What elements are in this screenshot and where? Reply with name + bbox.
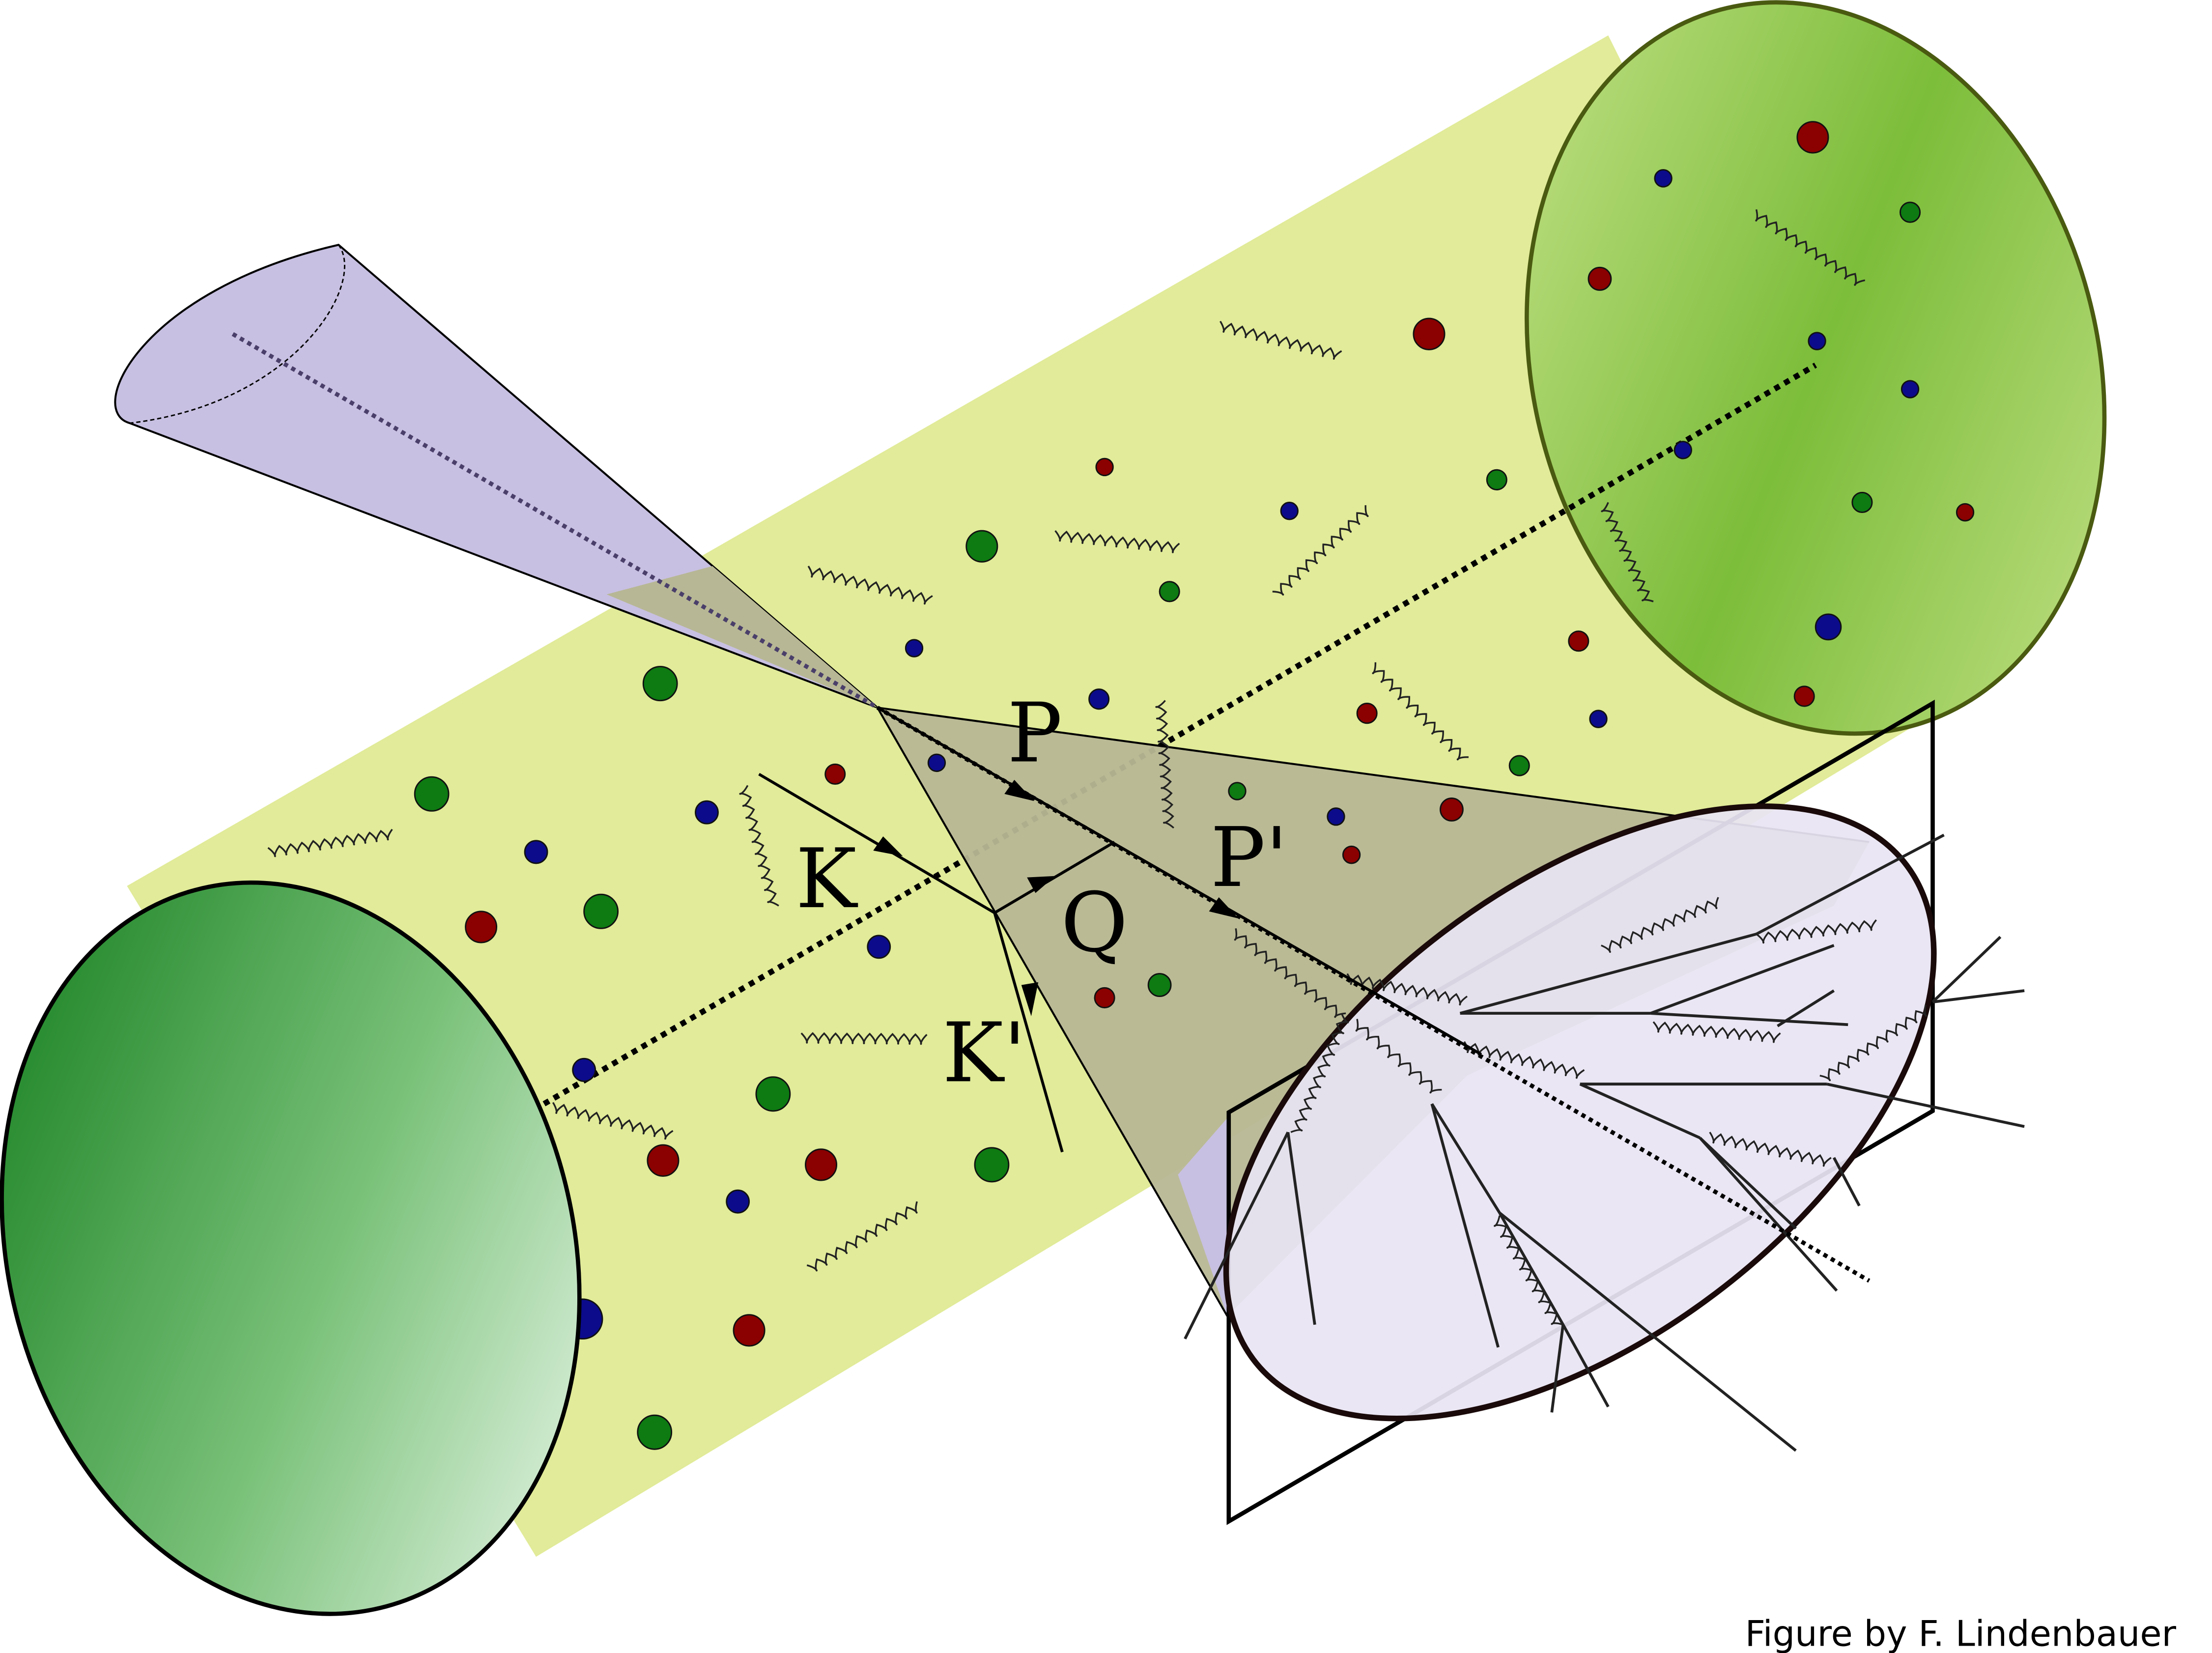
cone-far-shadow <box>606 566 878 708</box>
particle-green-icon <box>1508 755 1530 776</box>
shower-gluon-coil-icon <box>1463 1041 1585 1079</box>
gluon-coil-icon <box>807 566 933 605</box>
particle-green-icon <box>414 776 450 812</box>
particle-red-icon <box>465 911 498 943</box>
particle-red-icon <box>1568 630 1589 652</box>
k-line <box>758 772 995 914</box>
detector-disk <box>1223 803 1937 1422</box>
jet-shower <box>1184 833 2025 1452</box>
cone-near-tail <box>1178 1118 1227 1316</box>
particle-red-icon <box>647 1144 680 1177</box>
particle-red-icon <box>1588 266 1612 291</box>
k-prime-arrow-icon <box>1021 982 1039 1016</box>
particle-green-icon <box>1486 469 1507 490</box>
gluon-coil-icon <box>1272 505 1369 596</box>
particle-blue-icon <box>1280 502 1299 520</box>
particle-red-icon <box>1356 702 1378 724</box>
particle-blue-icon <box>927 753 946 772</box>
label-k: K <box>795 831 858 927</box>
particle-blue-icon <box>1808 332 1826 350</box>
shower-gluon-coil-icon <box>1756 919 1877 944</box>
particle-red-icon <box>1956 503 1975 522</box>
particle-green-icon <box>755 1076 791 1112</box>
particle-blue-icon <box>867 935 891 959</box>
shower-gluon-coil-icon <box>1290 1013 1349 1133</box>
shower-gluon-coil-icon <box>1709 1132 1832 1167</box>
particle-red-icon <box>1440 797 1464 822</box>
gluon-coil-icon <box>1372 662 1469 761</box>
p-prime-arrow-icon <box>1209 897 1239 919</box>
q-line <box>993 841 1115 914</box>
gluon-coil-icon <box>552 1102 674 1140</box>
cone-far-rim <box>129 244 345 424</box>
label-p-prime: P' <box>1210 810 1288 906</box>
particle-green-icon <box>1147 973 1172 998</box>
jet-cone-far <box>114 244 879 710</box>
particle-green-icon <box>583 893 619 929</box>
particle-green-icon <box>1900 201 1921 223</box>
shower-gluon-coil-icon <box>1601 897 1719 953</box>
jet-axis-far <box>231 332 879 710</box>
shower-gluon-coil-icon <box>1652 1021 1781 1043</box>
k-arrow-icon <box>873 836 903 856</box>
gluon-coil-icon <box>1219 320 1342 360</box>
particle-blue-icon <box>1589 710 1608 728</box>
particle-red-icon <box>1413 317 1446 350</box>
gluon-coil-icon <box>267 828 393 857</box>
particle-green-icon <box>965 530 998 563</box>
gluon-coil-icon <box>739 785 779 907</box>
particle-blue-icon <box>1088 688 1110 710</box>
shower-gluon-coil-icon <box>1819 1004 1927 1082</box>
particle-green-icon <box>1159 581 1180 602</box>
shower-gluon-coil-icon <box>1346 973 1468 1006</box>
shower-gluons <box>1234 897 1927 1326</box>
particle-red-icon <box>1094 987 1115 1009</box>
label-p: P <box>1007 685 1062 781</box>
particle-blue-icon <box>1815 613 1842 641</box>
k-prime-line <box>993 912 1064 1153</box>
particle-blue-icon <box>524 840 548 864</box>
particle-blue-icon <box>726 1189 750 1214</box>
cone-edge-bottom <box>877 707 1228 1317</box>
particle-green-icon <box>637 1414 673 1450</box>
gluon-coil-icon <box>800 1032 928 1045</box>
particle-red-icon <box>1793 685 1815 707</box>
particle-blue-icon <box>572 1057 596 1082</box>
particle-blue-icon <box>1900 380 1920 399</box>
gluon-coil-icon <box>1054 530 1180 553</box>
particle-red-icon <box>824 763 846 785</box>
particle-red-icon <box>1796 121 1829 154</box>
parton-lines <box>758 706 1871 1283</box>
particle-blue-icon <box>905 639 924 657</box>
medium-gluons <box>267 209 1866 1272</box>
label-k-prime: K' <box>942 1005 1026 1101</box>
particle-red-icon <box>733 1314 766 1347</box>
shower-gluon-coil-icon <box>1355 1019 1442 1094</box>
particle-green-icon <box>974 1147 1010 1183</box>
particle-blue-icon <box>1654 169 1673 188</box>
gluon-coil-icon <box>1155 700 1174 829</box>
p-line <box>877 706 1482 1056</box>
label-q: Q <box>1061 875 1128 970</box>
particle-green-icon <box>1851 491 1873 513</box>
p-arrow-icon <box>1004 779 1034 801</box>
particle-red-icon <box>805 1148 838 1181</box>
figure-credit: Figure by F. Lindenbauer <box>1745 1613 2177 1653</box>
particle-green-icon <box>1228 782 1247 800</box>
particle-green-icon <box>642 666 678 702</box>
gluon-coil-icon <box>1601 502 1654 602</box>
q-arrow-icon <box>1027 876 1055 893</box>
particle-red-icon <box>1095 457 1114 477</box>
shower-gluon-coil-icon <box>1494 1215 1563 1326</box>
shower-gluon-coil-icon <box>1234 928 1346 1018</box>
particle-red-icon <box>1342 845 1361 864</box>
detector-plane <box>1223 699 1937 1525</box>
gluon-coil-icon <box>1755 209 1866 286</box>
particle-blue-icon <box>1673 441 1692 459</box>
gluon-coil-icon <box>806 1201 918 1272</box>
particle-blue-icon <box>695 800 719 825</box>
left-end-cap <box>0 880 582 1616</box>
particle-blue-icon <box>1327 807 1345 826</box>
